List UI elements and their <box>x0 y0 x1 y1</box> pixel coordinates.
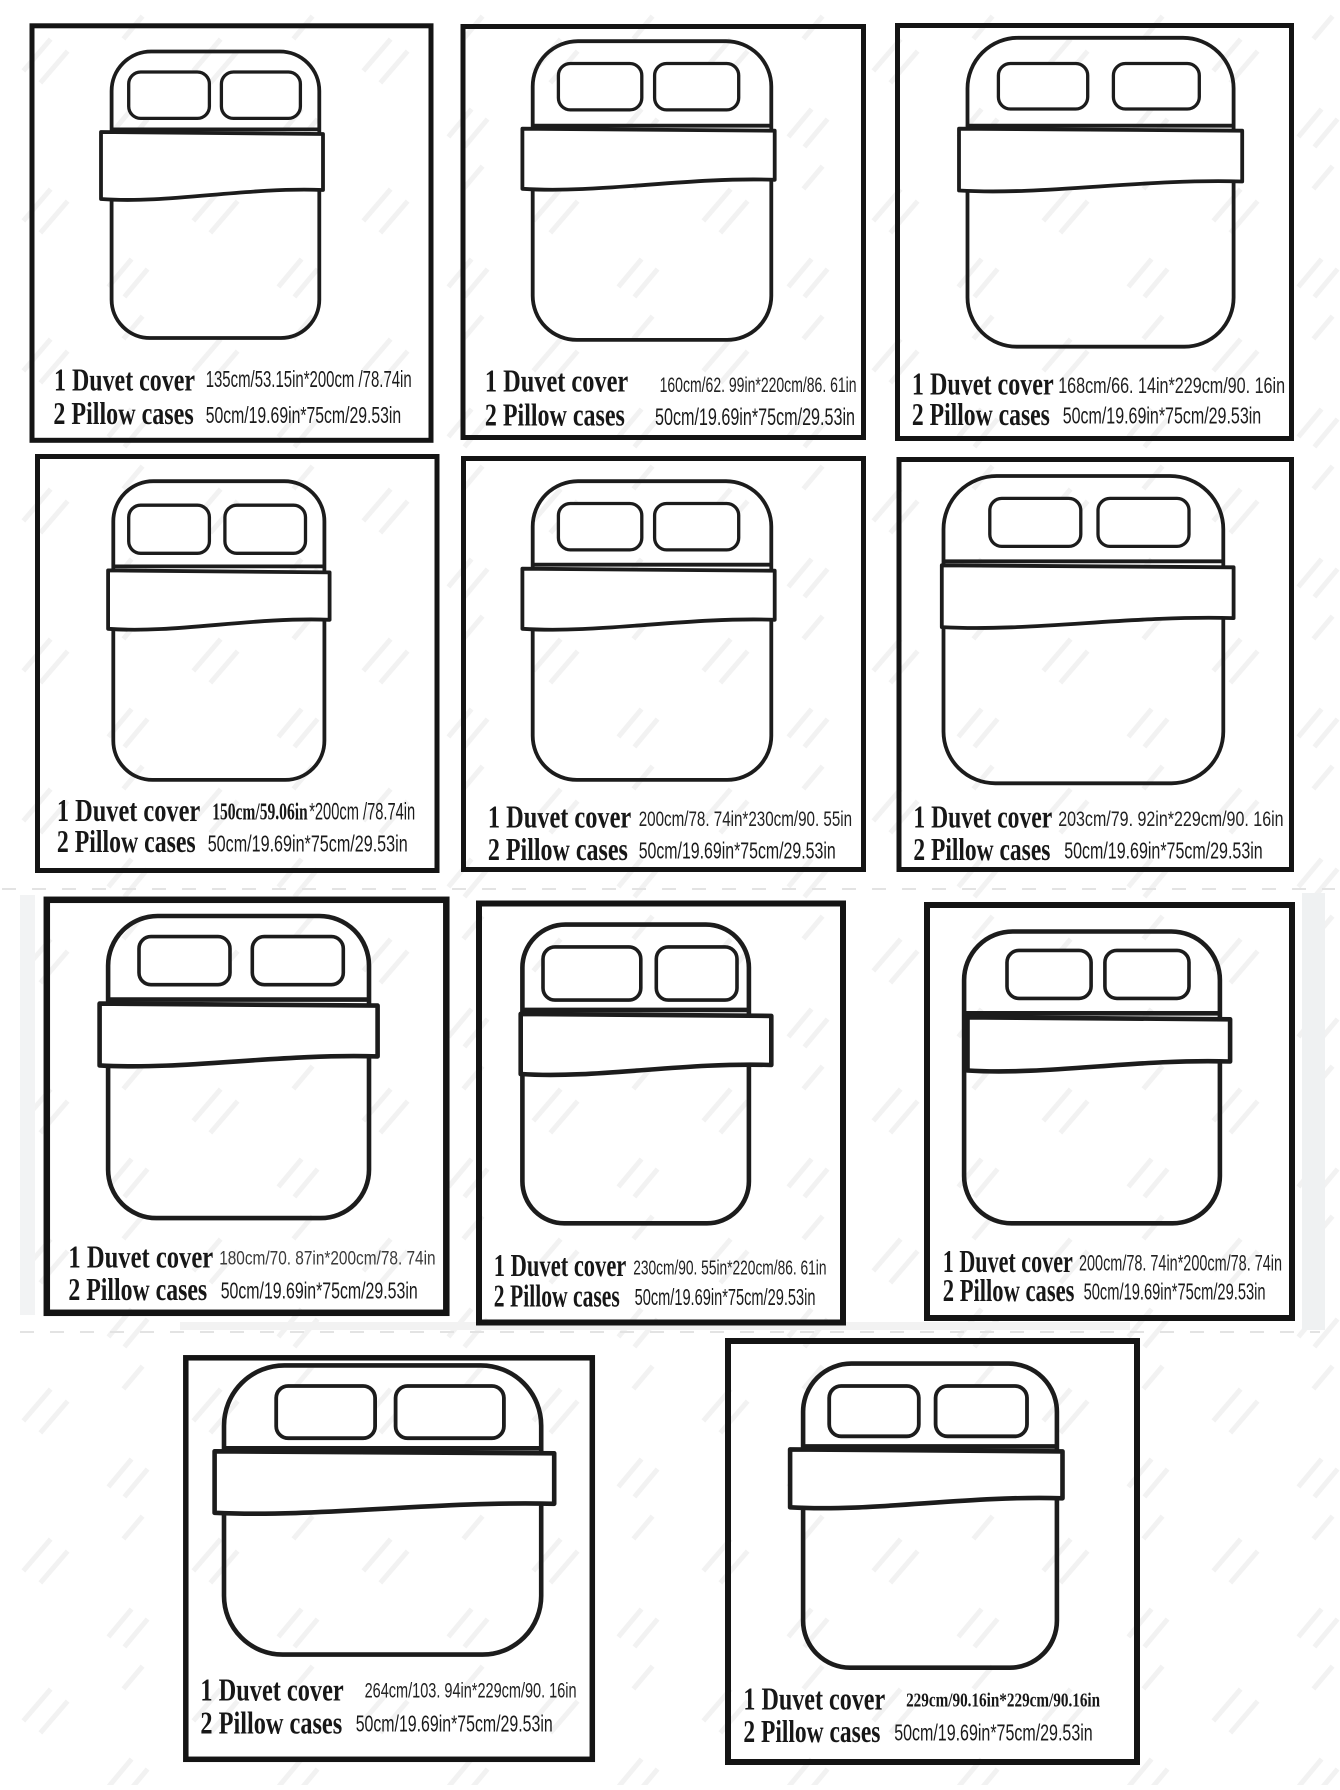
svg-text:1 Duvet cover: 1 Duvet cover <box>57 793 200 828</box>
svg-text:50cm/19.69in*75cm/29.53in: 50cm/19.69in*75cm/29.53in <box>1063 403 1262 429</box>
svg-text:1 Duvet cover: 1 Duvet cover <box>200 1672 343 1707</box>
svg-text:150cm/59.06in: 150cm/59.06in <box>212 799 308 825</box>
svg-text:168cm/66. 14in*229cm/90. 16in: 168cm/66. 14in*229cm/90. 16in <box>1058 373 1285 398</box>
svg-text:1 Duvet cover: 1 Duvet cover <box>68 1239 213 1274</box>
svg-text:2 Pillow cases: 2 Pillow cases <box>68 1272 207 1307</box>
svg-text:1 Duvet cover: 1 Duvet cover <box>943 1244 1073 1279</box>
svg-text:2 Pillow cases: 2 Pillow cases <box>913 832 1050 867</box>
svg-text:50cm/19.69in*75cm/29.53in: 50cm/19.69in*75cm/29.53in <box>1084 1279 1266 1305</box>
svg-text:2 Pillow cases: 2 Pillow cases <box>200 1706 342 1741</box>
svg-text:50cm/19.69in*75cm/29.53in: 50cm/19.69in*75cm/29.53in <box>206 402 402 428</box>
svg-text:50cm/19.69in*75cm/29.53in: 50cm/19.69in*75cm/29.53in <box>635 1284 816 1310</box>
svg-text:1 Duvet cover: 1 Duvet cover <box>494 1248 627 1283</box>
svg-text:2 Pillow cases: 2 Pillow cases <box>57 824 196 859</box>
svg-text:2 Pillow cases: 2 Pillow cases <box>494 1278 620 1313</box>
svg-text:50cm/19.69in*75cm/29.53in: 50cm/19.69in*75cm/29.53in <box>356 1711 553 1737</box>
svg-text:50cm/19.69in*75cm/29.53in: 50cm/19.69in*75cm/29.53in <box>639 838 836 864</box>
svg-text:50cm/19.69in*75cm/29.53in: 50cm/19.69in*75cm/29.53in <box>208 830 408 856</box>
svg-text:50cm/19.69in*75cm/29.53in: 50cm/19.69in*75cm/29.53in <box>655 404 855 431</box>
svg-text:1 Duvet cover: 1 Duvet cover <box>743 1681 885 1716</box>
svg-text:2 Pillow cases: 2 Pillow cases <box>743 1714 880 1749</box>
svg-text:200cm/78. 74in*200cm/78. 74in: 200cm/78. 74in*200cm/78. 74in <box>1079 1251 1282 1276</box>
svg-text:229cm/90.16in*229cm/90.16in: 229cm/90.16in*229cm/90.16in <box>906 1689 1100 1711</box>
svg-text:50cm/19.69in*75cm/29.53in: 50cm/19.69in*75cm/29.53in <box>221 1278 418 1304</box>
svg-text:160cm/62. 99in*220cm/86. 61in: 160cm/62. 99in*220cm/86. 61in <box>660 374 857 397</box>
svg-text:135cm/53.15in*200cm /78.74in: 135cm/53.15in*200cm /78.74in <box>206 366 412 392</box>
svg-text:1 Duvet cover: 1 Duvet cover <box>488 799 631 834</box>
svg-text:2 Pillow cases: 2 Pillow cases <box>488 832 628 867</box>
svg-text:2 Pillow cases: 2 Pillow cases <box>53 396 193 431</box>
svg-text:50cm/19.69in*75cm/29.53in: 50cm/19.69in*75cm/29.53in <box>894 1720 1092 1746</box>
svg-text:203cm/79. 92in*229cm/90. 16in: 203cm/79. 92in*229cm/90. 16in <box>1058 807 1283 831</box>
svg-text:2 Pillow cases: 2 Pillow cases <box>943 1273 1075 1308</box>
svg-text:50cm/19.69in*75cm/29.53in: 50cm/19.69in*75cm/29.53in <box>1064 838 1263 864</box>
svg-text:1 Duvet cover: 1 Duvet cover <box>54 363 195 398</box>
svg-text:264cm/103. 94in*229cm/90. 16in: 264cm/103. 94in*229cm/90. 16in <box>365 1679 577 1702</box>
svg-text:1 Duvet cover: 1 Duvet cover <box>913 799 1052 834</box>
svg-text:180cm/70. 87in*200cm/78. 74in: 180cm/70. 87in*200cm/78. 74in <box>219 1247 435 1269</box>
svg-text:1 Duvet cover: 1 Duvet cover <box>485 364 628 399</box>
svg-text:1 Duvet cover: 1 Duvet cover <box>912 367 1054 402</box>
svg-text:2 Pillow cases: 2 Pillow cases <box>912 397 1050 432</box>
svg-text:200cm/78. 74in*230cm/90. 55in: 200cm/78. 74in*230cm/90. 55in <box>639 808 852 831</box>
svg-text:230cm/90. 55in*220cm/86. 61in: 230cm/90. 55in*220cm/86. 61in <box>633 1257 826 1280</box>
svg-text:2 Pillow cases: 2 Pillow cases <box>485 398 625 433</box>
svg-text:*200cm /78.74in: *200cm /78.74in <box>309 798 415 825</box>
